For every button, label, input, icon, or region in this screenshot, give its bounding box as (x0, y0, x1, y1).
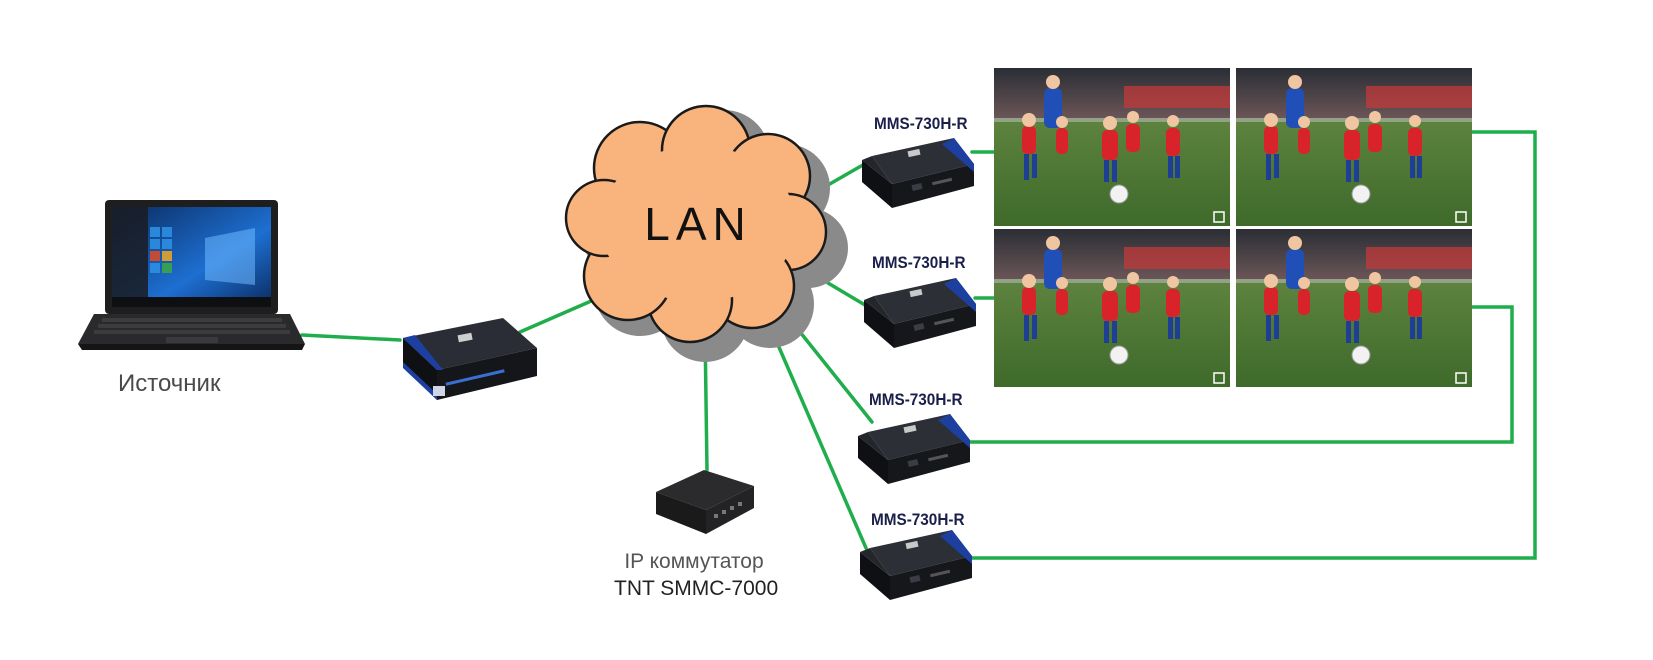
receiver-device-icon (862, 138, 974, 208)
cable-lan-rx2 (826, 281, 872, 310)
lan-cloud: LAN (564, 104, 848, 362)
receiver-device-icon (864, 278, 976, 348)
receiver-model-label: MMS-730H-R (871, 510, 965, 529)
video-wall (993, 67, 1473, 388)
ip-switch-label: IP коммутатор TNT SMMC-7000 (614, 548, 779, 602)
receiver-model-label: MMS-730H-R (869, 390, 963, 409)
lan-label: LAN (644, 198, 751, 250)
receiver-model-label: MMS-730H-R (874, 114, 968, 133)
cable-rx3-display (966, 305, 1514, 444)
cable-lan-rx1 (826, 160, 870, 187)
cable-source-tx (300, 333, 402, 342)
ip-switch-name: IP коммутатор (624, 550, 764, 573)
cable-rx4-display (968, 130, 1537, 560)
cable-lan-rx4 (773, 336, 868, 550)
laptop-icon (78, 200, 305, 350)
video-wall-screen (1235, 228, 1473, 388)
ip-switch-icon (656, 470, 754, 534)
transmitter-device-icon (403, 318, 537, 400)
receiver-device-icon (860, 530, 972, 600)
receiver-model-label: MMS-730H-R (872, 253, 966, 272)
cable-lan-rx3 (790, 320, 874, 424)
receiver-device-icon (858, 414, 970, 484)
ip-switch-model: TNT SMMC-7000 (614, 577, 779, 600)
video-wall-screen (1235, 67, 1473, 227)
source-label: Источник (118, 370, 221, 397)
video-wall-screen (993, 228, 1231, 388)
video-wall-screen (993, 67, 1231, 227)
